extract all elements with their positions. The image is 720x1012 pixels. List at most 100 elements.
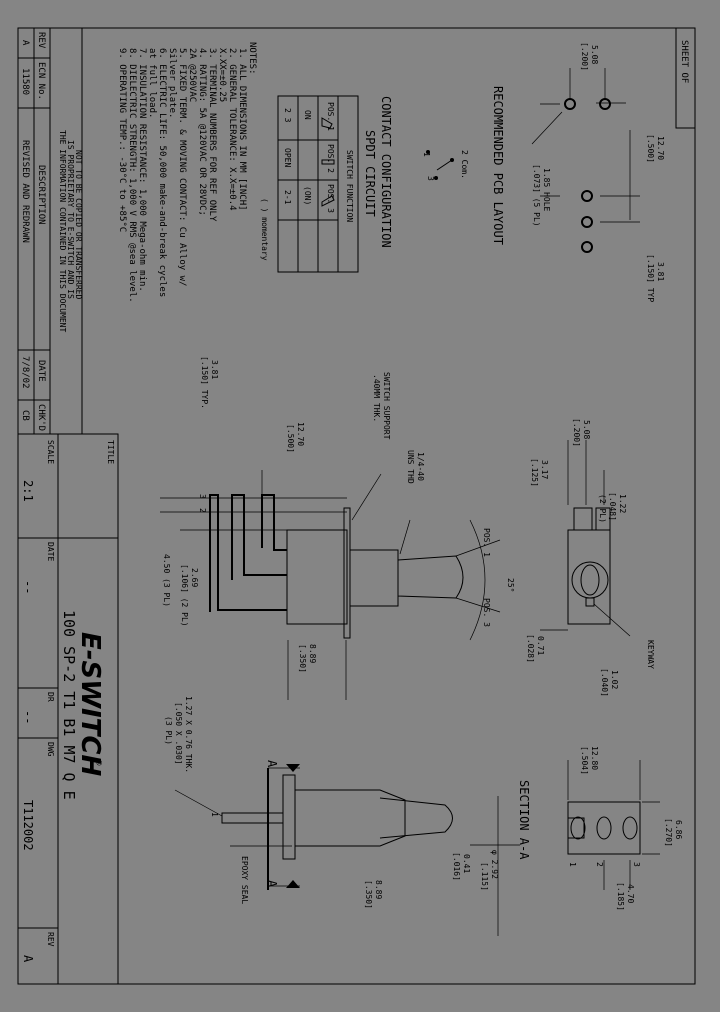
terminal-2 [231,494,287,580]
front-term-1: 1 [210,812,219,817]
dim-1270: 12.70 [296,422,305,446]
title-label: TITLE [106,440,115,464]
pcb-hole-label: 1.85 HOLE [542,168,551,212]
row-21: 2-1 [283,190,292,205]
date-header: DATE [36,360,46,382]
dim-317: 3.17 [540,460,549,479]
dim-470: 4.70 [626,884,635,903]
dim-686i: [.270] [664,818,673,847]
toggle-lever [397,555,464,599]
lever-pos2-icon [321,159,335,165]
section-t1: 1 [568,862,577,867]
dim-041i: [.016] [452,852,461,881]
dim-508: 5.08 [582,420,591,439]
thread-label-2: UNS THD [406,450,415,484]
date-value: -- [21,580,35,594]
section-heading: SECTION A-A [517,780,531,860]
note-line-11: 7. INSULATION RESISTANCE: 1,000 Mega-ohm… [137,48,147,292]
pos3-label: POS. 3 [482,598,491,627]
dim-889: 8.89 [308,644,317,663]
dim-470i: [.185] [616,882,625,911]
pcb-d2i: [.500] [646,134,655,163]
pcb-d3i: [.150] TYP [646,254,655,302]
section-contact-2 [596,816,612,840]
note-line-9: 6. ELECTRIC LIFE: 50,000 make-and-break … [157,48,167,297]
dim-317i: [.125] [530,458,539,487]
pcb-d1i: [.200] [580,42,589,71]
company-logo: E-SWITCH [75,632,105,776]
section-a-top: A [265,760,279,768]
row-terms: 2 3 [283,108,292,123]
side-view: SWITCH SUPPORT .40MM THK. 1/4-40 UNS THD… [160,356,655,700]
angle-label: 25° [506,578,515,592]
proprietary-2: IS PROPRIETARY TO E-SWITCH AND IS [66,140,75,299]
dim-122: 1.22 [618,494,627,513]
dwg-value: T112002 [21,800,35,851]
note-line-3: X.XX=±0.25 [217,48,227,102]
note-line-6: 2A @250VAC [187,48,197,102]
col-pos1: POS. 1 [326,102,335,131]
switch-body [286,529,348,625]
dim-889-front: 8.89 [374,880,383,899]
terminal-size-2: [.050 X .030] [174,702,183,765]
com-label: 2 Com. [460,150,469,179]
terminal-size-1: 1.27 X 0.76 THK. [184,696,193,773]
term-3: 3 [426,176,435,181]
dim-102: 1.02 [610,670,619,689]
section-arrow-a-bottom [286,880,300,888]
rev-label: REV [46,932,55,947]
spdt-heading: SPDT CIRCUIT [363,130,377,217]
note-line-1: 1. ALL DIMENSIONS IN MM [INCH] [237,48,247,211]
pcb-hole [581,190,593,202]
keyway-notch [585,597,595,607]
rev-a: A [20,40,30,46]
dim-041: 0.41 [462,854,471,873]
dr-label: DR [46,692,55,702]
pcb-hole [581,216,593,228]
dim-1280i: [.504] [580,746,589,775]
terminal-3 [261,494,287,551]
terminal-size-3: (3 PL) [164,716,173,745]
chkd-header: CHK'D [36,404,46,431]
pcb-hole [564,98,576,110]
ecn-header: ECN No. [36,62,46,100]
scale-value: 2:1 [21,480,35,502]
section-aa: SECTION A-A 12.80 [.504] 6.86 [.270] 4.7… [517,746,683,911]
dim-381i: [.150] TYP. [200,356,209,409]
desc-a: REVISED AND REDRAWN [20,140,30,243]
side-term-3: 3 [198,494,207,499]
rev-header: REV [36,32,46,49]
pcb-heading: RECOMMENDED PCB LAYOUT [491,86,505,245]
section-a-bottom: A [265,880,279,888]
dim-071: 0.71 [536,636,545,655]
notes: NOTES: 1. ALL DIMENSIONS IN MM [INCH] 2.… [117,42,257,303]
sheet-of: SHEET OF [679,40,689,83]
dim-889i-front: [.350] [364,880,373,909]
front-lever [379,797,453,839]
pcb-hole [581,241,593,253]
chk-a: CB [20,410,30,421]
note-line-8: Silver plate. [167,48,177,118]
dim-292i: [.115] [480,862,489,891]
end-view [540,440,631,637]
note-line-10: at full load. [147,48,157,118]
switch-function: SWITCH FUNCTION [345,150,354,222]
section-body [567,801,641,855]
dim-102i: [.040] [600,668,609,697]
section-slot-1 [567,817,585,839]
dim-889i: [.350] [298,644,307,673]
proprietary-1: THE INFORMATION CONTAINED IN THIS DOCUME… [58,130,67,332]
title-block: REV ECN No. DESCRIPTION DATE CHK'D A 115… [17,27,696,985]
config-heading: CONTACT CONFIGURATION [379,96,393,248]
note-line-12: 8. DIELECTRIC STRENGTH: 1,000 V RMS @sea… [127,48,137,303]
dim-1280: 12.80 [590,746,599,770]
row-on: ON [303,110,312,120]
sheet-of-box [675,27,696,129]
dim-686: 6.86 [674,820,683,839]
support-label-2: .40MM THK. [372,374,381,422]
terminal-1 [209,494,287,612]
lever-pos1-icon [321,117,333,129]
notes-heading: NOTES: [247,42,257,75]
lever-pos3-icon [321,195,335,207]
